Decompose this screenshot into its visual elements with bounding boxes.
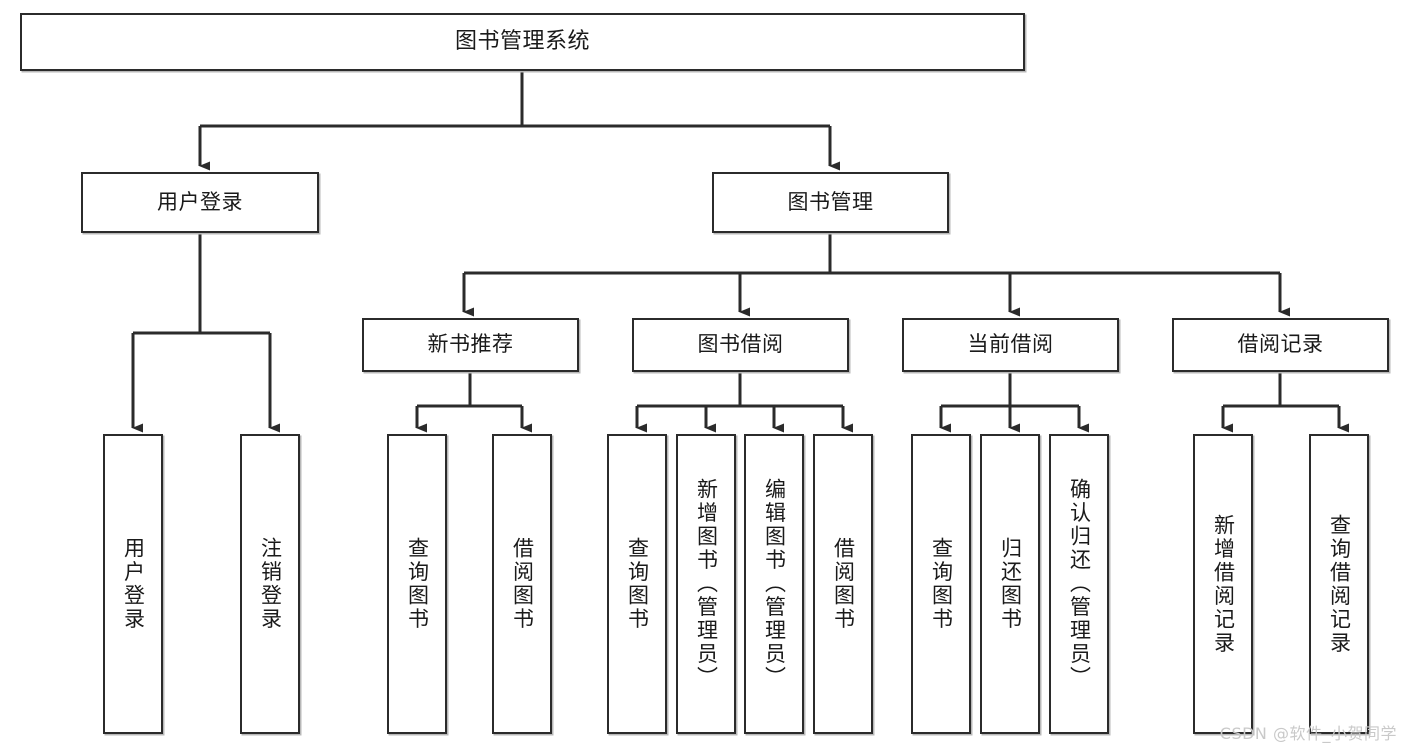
node-label: 归还图书 <box>998 537 1023 631</box>
leaf-borrow-record-add[interactable]: 新增借阅记录 <box>1193 434 1253 734</box>
leaf-new-book-query[interactable]: 查询图书 <box>387 434 447 734</box>
node-book-borrow[interactable]: 图书借阅 <box>632 318 849 372</box>
leaf-user-login-login[interactable]: 用户登录 <box>103 434 163 734</box>
node-label: 用户登录 <box>157 189 243 214</box>
node-borrow-record[interactable]: 借阅记录 <box>1172 318 1389 372</box>
node-new-book-recommend[interactable]: 新书推荐 <box>362 318 579 372</box>
leaf-book-borrow-add[interactable]: 新增图书（管理员） <box>676 434 736 734</box>
node-label: 新书推荐 <box>427 332 514 357</box>
leaf-current-borrow-confirm-return[interactable]: 确认归还（管理员） <box>1049 434 1109 734</box>
node-label: 查询图书 <box>625 537 650 631</box>
node-label: 借阅图书 <box>831 537 856 631</box>
node-label: 新增借阅记录 <box>1211 513 1236 655</box>
leaf-book-borrow-query[interactable]: 查询图书 <box>607 434 667 734</box>
leaf-book-borrow-edit[interactable]: 编辑图书（管理员） <box>744 434 804 734</box>
leaf-current-borrow-return[interactable]: 归还图书 <box>980 434 1040 734</box>
node-label: 查询图书 <box>929 537 954 631</box>
leaf-new-book-borrow[interactable]: 借阅图书 <box>492 434 552 734</box>
node-label: 确认归还（管理员） <box>1067 478 1092 690</box>
leaf-user-login-logout[interactable]: 注销登录 <box>240 434 300 734</box>
node-current-borrow[interactable]: 当前借阅 <box>902 318 1119 372</box>
node-label: 图书借阅 <box>697 332 784 357</box>
node-label: 编辑图书（管理员） <box>762 478 787 690</box>
node-label: 当前借阅 <box>967 332 1054 357</box>
node-label: 用户登录 <box>121 537 146 631</box>
node-label: 查询借阅记录 <box>1327 513 1352 655</box>
leaf-borrow-record-query[interactable]: 查询借阅记录 <box>1309 434 1369 734</box>
node-user-login[interactable]: 用户登录 <box>81 172 319 233</box>
node-label: 查询图书 <box>405 537 430 631</box>
csdn-watermark: CSDN @软件_小贺同学 <box>1219 724 1397 743</box>
node-label: 借阅图书 <box>510 537 535 631</box>
node-label: 借阅记录 <box>1237 332 1324 357</box>
node-label: 图书管理系统 <box>454 28 590 54</box>
node-label: 注销登录 <box>258 537 283 631</box>
leaf-current-borrow-query[interactable]: 查询图书 <box>911 434 971 734</box>
node-root-book-management-system[interactable]: 图书管理系统 <box>20 13 1025 71</box>
leaf-book-borrow-borrow[interactable]: 借阅图书 <box>813 434 873 734</box>
node-label: 图书管理 <box>787 189 874 214</box>
node-book-management[interactable]: 图书管理 <box>712 172 949 233</box>
node-label: 新增图书（管理员） <box>694 478 719 690</box>
